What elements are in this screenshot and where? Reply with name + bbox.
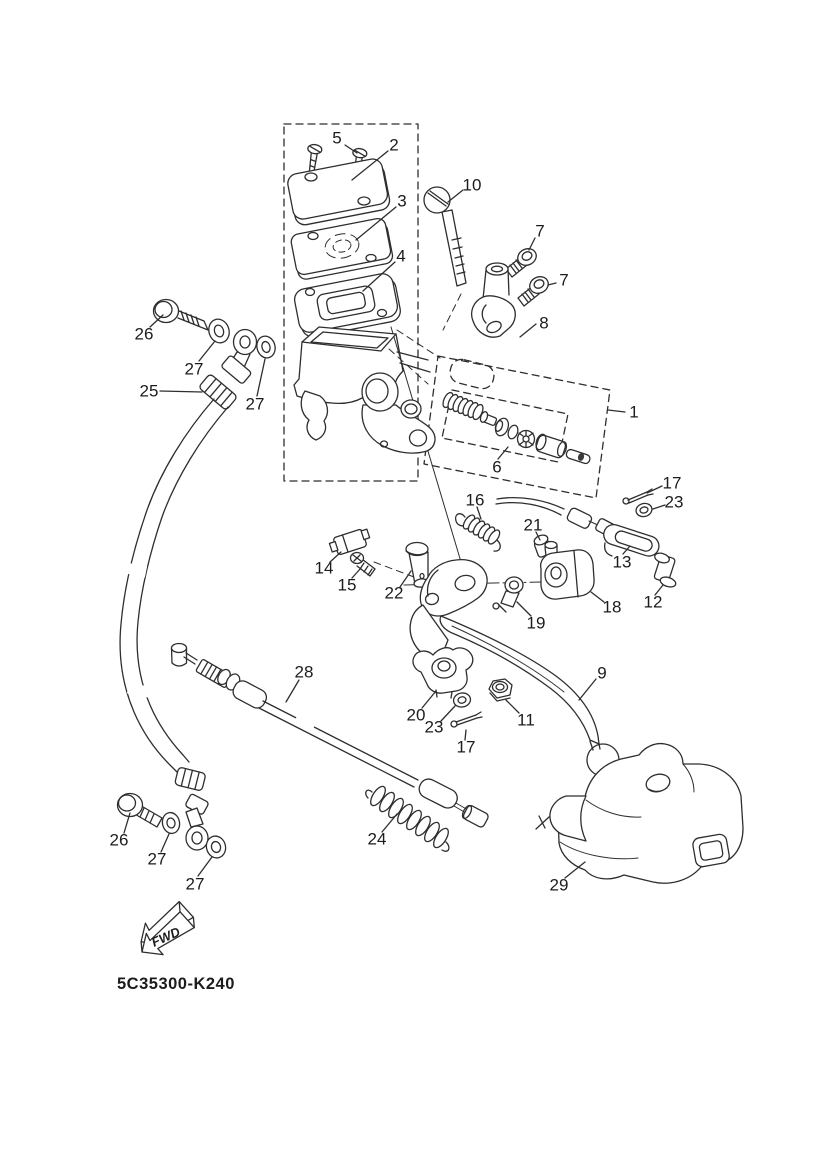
callout-1: 1: [629, 402, 639, 422]
cotter-pin-upper: [622, 488, 654, 505]
callout-26-b: 26: [109, 830, 129, 850]
lock-nut: [488, 678, 513, 702]
hose-upper-fitting: [152, 298, 276, 410]
callout-28: 28: [294, 662, 314, 682]
cable-adjuster: [412, 647, 474, 699]
callout-24: 24: [367, 829, 387, 849]
callout-27-c: 27: [147, 849, 167, 869]
reservoir-plate: [290, 217, 394, 280]
lever-dust-boot: [603, 523, 660, 557]
master-cylinder-cover: [535, 742, 744, 884]
callout-27-a: 27: [184, 359, 204, 379]
switch-clamp: [328, 528, 376, 577]
callout-12: 12: [643, 592, 663, 612]
callout-14: 14: [314, 558, 334, 578]
callout-19: 19: [526, 613, 546, 633]
callout-27-d: 27: [185, 874, 205, 894]
callout-26-a: 26: [134, 324, 154, 344]
callout-4: 4: [396, 246, 406, 266]
callout-29: 29: [549, 875, 569, 895]
reservoir-diaphragm: [293, 273, 401, 338]
callout-13: 13: [612, 552, 632, 572]
cable-end: [495, 496, 617, 538]
master-cylinder-body: [293, 326, 436, 454]
washer-upper: [635, 502, 653, 518]
callout-10: 10: [462, 175, 482, 195]
drawing-code: 5C35300-K240: [117, 975, 235, 993]
callout-23-a: 23: [664, 492, 684, 512]
lever-pin: [492, 576, 524, 613]
callout-17-b: 17: [456, 737, 476, 757]
cotter-pin-lower: [450, 711, 483, 728]
holder-screw: [423, 186, 467, 287]
hose-lower-fitting: [116, 767, 227, 859]
callout-9: 9: [597, 663, 607, 683]
callout-7-a: 7: [535, 221, 545, 241]
washer-lower: [452, 692, 472, 708]
return-spring: [454, 513, 501, 552]
callout-17-a: 17: [662, 473, 682, 493]
callout-8: 8: [539, 313, 549, 333]
callout-18: 18: [602, 597, 622, 617]
brake-hose: [114, 398, 229, 773]
cable-holder: [539, 540, 595, 600]
clutch-cable: [170, 642, 489, 828]
clutch-spring: [365, 785, 450, 852]
piston-kit: [442, 391, 591, 465]
clevis-pin: [653, 552, 677, 588]
callout-leaders: [123, 144, 666, 879]
callout-2: 2: [389, 135, 399, 155]
mirror-holder: [470, 262, 516, 338]
callout-11: 11: [517, 710, 535, 730]
holder-bolts: [505, 248, 549, 307]
callout-22: 22: [384, 583, 404, 603]
callout-23-b: 23: [424, 717, 444, 737]
callout-27-b: 27: [245, 394, 265, 414]
callout-5: 5: [332, 128, 342, 148]
callout-6: 6: [492, 457, 502, 477]
callout-7-b: 7: [559, 270, 569, 290]
callout-3: 3: [397, 191, 407, 211]
reservoir-cap: [287, 158, 391, 226]
callout-25: 25: [139, 381, 159, 401]
fwd-arrow: FWD: [140, 900, 195, 956]
callout-21: 21: [523, 515, 543, 535]
callout-20: 20: [406, 705, 426, 725]
lever-bracket: [409, 558, 488, 660]
callout-15: 15: [337, 575, 357, 595]
callout-16: 16: [465, 490, 485, 510]
